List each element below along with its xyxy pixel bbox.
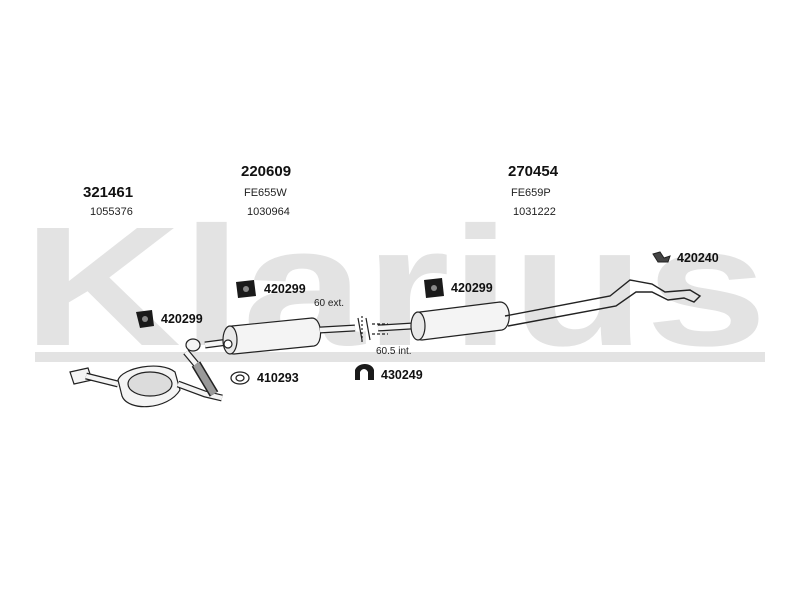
watermark-underline — [35, 352, 765, 362]
oe-number-catalyst: 1055376 — [90, 206, 133, 218]
ref-code-middle-silencer: FE655W — [244, 187, 287, 199]
oe-number-middle-silencer: 1030964 — [247, 206, 290, 218]
clamp-icon — [355, 364, 374, 380]
ref-code-rear-silencer: FE659P — [511, 187, 551, 199]
part-number-middle-silencer: 220609 — [241, 163, 292, 180]
dimension-internal: 60.5 int. — [376, 346, 412, 357]
middle-silencer — [204, 317, 356, 355]
fitting-label-gasket: 410293 — [257, 371, 299, 385]
fitting-label-mount-b: 420299 — [264, 282, 306, 296]
dimension-external: 60 ext. — [314, 298, 345, 309]
fitting-label-hanger: 420240 — [677, 251, 719, 265]
part-number-catalyst: 321461 — [83, 184, 134, 201]
rubber-mount-c — [424, 278, 444, 298]
watermark-text: Klarius — [23, 192, 768, 382]
part-number-rear-silencer: 270454 — [508, 163, 559, 180]
gasket-icon — [230, 371, 250, 385]
rear-silencer — [410, 279, 702, 341]
hanger-icon — [652, 251, 671, 263]
fitting-label-mount-c: 420299 — [451, 281, 493, 295]
rubber-mount-b — [236, 280, 256, 298]
fitting-label-mount-a: 420299 — [161, 312, 203, 326]
front-pipe-flange — [185, 338, 201, 352]
klarius-watermark: Klarius — [23, 192, 768, 382]
pipe-joint — [357, 316, 413, 342]
fitting-label-clamp: 430249 — [381, 368, 423, 382]
rubber-mount-a — [136, 310, 154, 328]
oe-number-rear-silencer: 1031222 — [513, 206, 556, 218]
catalyst-front-pipe — [69, 338, 223, 408]
